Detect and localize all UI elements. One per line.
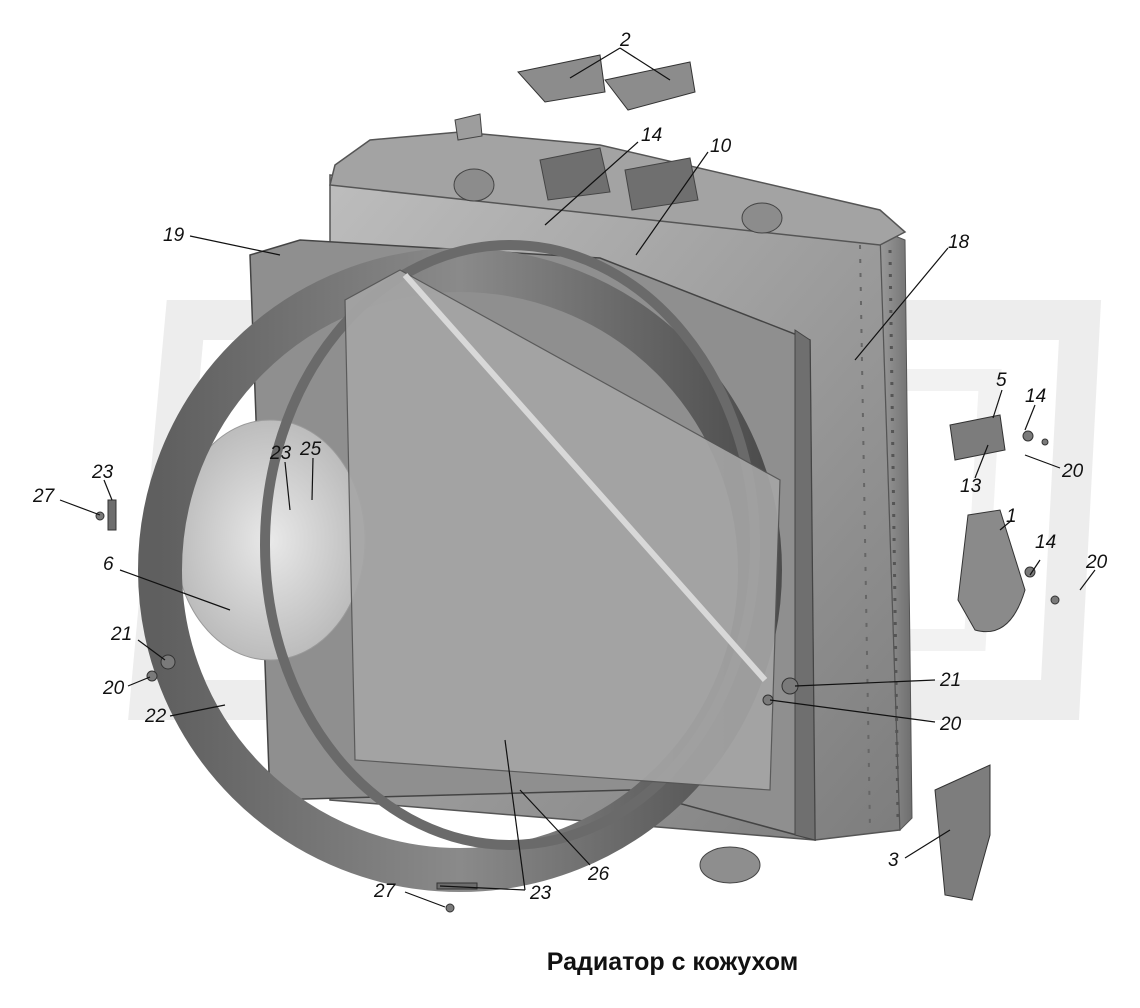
callout-label: 21: [939, 670, 961, 691]
callout-label: 20: [939, 714, 962, 735]
callout-label: 22: [144, 706, 167, 727]
radiator-top-tank: [329, 113, 907, 246]
callout-label: 3: [888, 850, 899, 871]
callout-label: 20: [1085, 552, 1108, 573]
callout-label: 25: [299, 439, 322, 460]
callout-label: 20: [102, 678, 125, 699]
callout-label: 6: [103, 554, 114, 575]
callout-label: 27: [32, 486, 56, 507]
callout-label: 23: [91, 462, 114, 483]
callout-label: 18: [948, 232, 970, 253]
bracket-5: [949, 414, 1006, 461]
callout-label: 1: [1006, 506, 1017, 527]
support-1: [957, 509, 1026, 632]
outlet-pipe: [699, 846, 761, 884]
callout-label: 26: [587, 864, 610, 885]
callout-label: 23: [529, 883, 552, 904]
callout-label: 21: [110, 624, 132, 645]
callout-label: 19: [163, 225, 185, 246]
callout-label: 20: [1061, 461, 1084, 482]
callout-label: 14: [641, 125, 662, 146]
radiator-front-panel: [344, 269, 781, 791]
callout-label: 2: [619, 30, 631, 51]
bracket-2-left: [517, 54, 606, 103]
callout-label: 23: [269, 443, 292, 464]
callout-labels: 2 14 10 19 18 5 14 13 20 1 14 20 23 27 2…: [32, 30, 1108, 904]
bracket-3: [934, 764, 991, 901]
callout-label: 27: [373, 881, 397, 902]
callout-label: 10: [710, 136, 732, 157]
callout-label: 13: [960, 476, 982, 497]
diagram-caption: Радиатор с кожухом: [546, 948, 799, 976]
fasteners: [95, 430, 1060, 913]
callout-label: 5: [996, 370, 1007, 391]
bracket-2-right: [604, 61, 696, 111]
callout-label: 14: [1035, 532, 1056, 553]
leader-lines: [59, 47, 1096, 908]
callout-label: 14: [1025, 386, 1046, 407]
